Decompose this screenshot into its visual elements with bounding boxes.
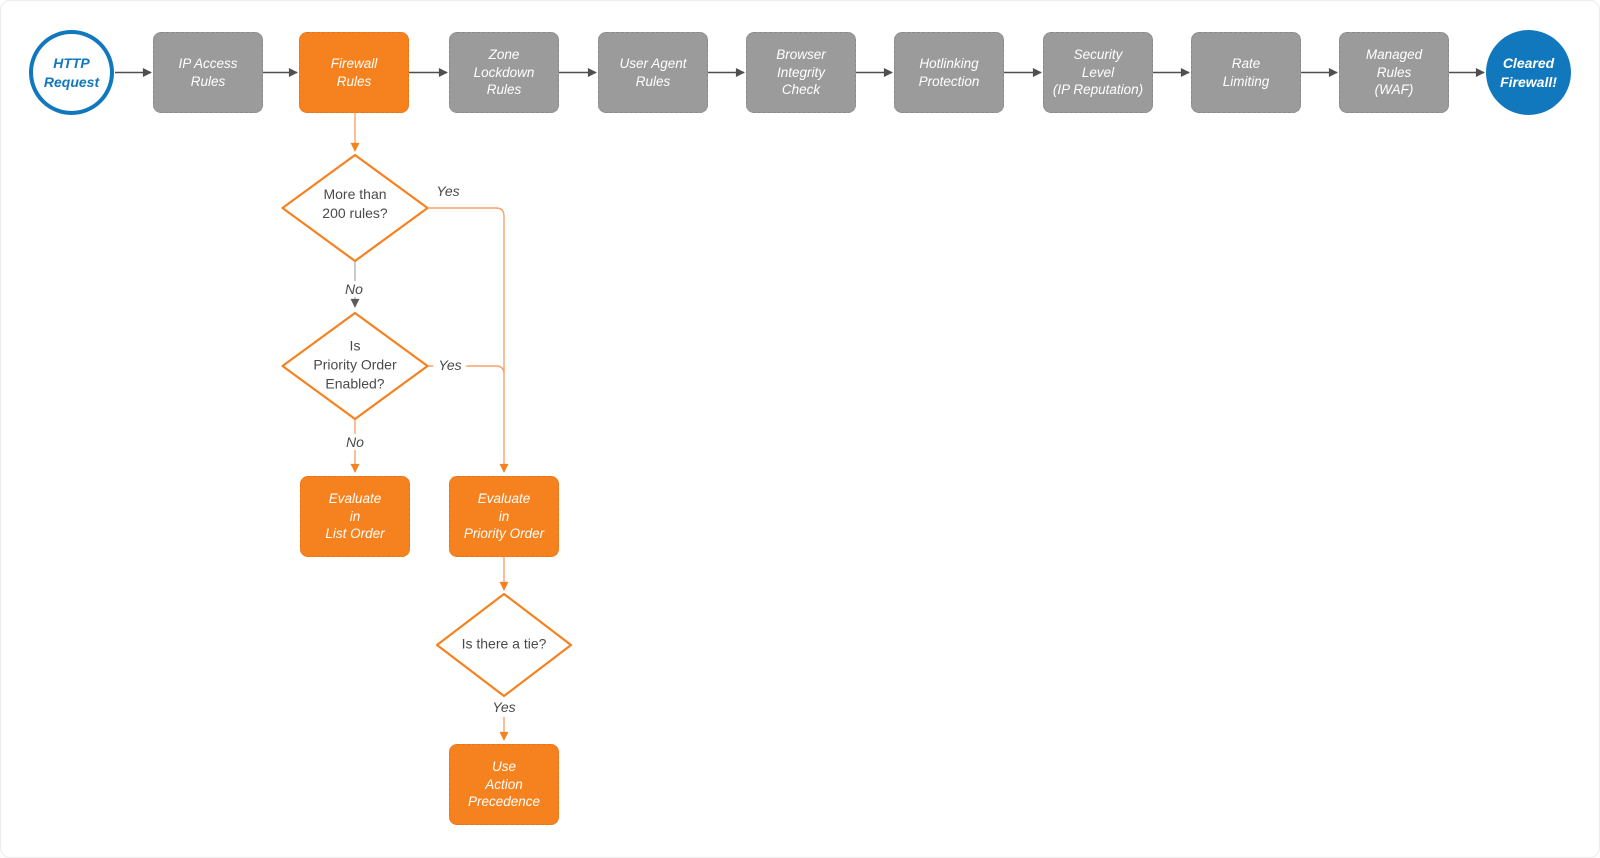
node-http-request: HTTP Request — [29, 30, 114, 115]
edge-label-d3-yes: Yes — [492, 699, 516, 715]
node-ip-access-rules: IP Access Rules — [153, 32, 263, 113]
edge-label-d2-no: No — [341, 434, 369, 450]
node-use-action-precedence-label: Use Action Precedence — [467, 758, 541, 810]
node-security-level-label: Security Level (IP Reputation) — [1052, 46, 1144, 98]
node-user-agent-rules-label: User Agent Rules — [619, 55, 687, 89]
node-evaluate-list-order: Evaluate in List Order — [300, 476, 410, 557]
node-managed-rules-waf-label: Managed Rules (WAF) — [1365, 46, 1423, 98]
edge-label-d2-yes: Yes — [433, 357, 467, 373]
node-rate-limiting: Rate Limiting — [1191, 32, 1301, 113]
node-firewall-rules: Firewall Rules — [299, 32, 409, 113]
node-zone-lockdown-rules-label: Zone Lockdown Rules — [473, 46, 535, 98]
edge-label-d1-yes: Yes — [436, 183, 460, 199]
node-security-level: Security Level (IP Reputation) — [1043, 32, 1153, 113]
decision-diamond-priority-enabled — [281, 311, 429, 421]
node-cleared-firewall-label: Cleared Firewall! — [1500, 55, 1557, 90]
node-use-action-precedence: Use Action Precedence — [449, 744, 559, 825]
node-hotlinking-protection: Hotlinking Protection — [894, 32, 1004, 113]
node-evaluate-priority-order: Evaluate in Priority Order — [449, 476, 559, 557]
node-browser-integrity-check: Browser Integrity Check — [746, 32, 856, 113]
node-http-request-label: HTTP Request — [43, 55, 100, 90]
node-firewall-rules-label: Firewall Rules — [330, 55, 378, 89]
node-hotlinking-protection-label: Hotlinking Protection — [918, 55, 980, 89]
node-browser-integrity-check-label: Browser Integrity Check — [776, 46, 826, 98]
node-zone-lockdown-rules: Zone Lockdown Rules — [449, 32, 559, 113]
node-managed-rules-waf: Managed Rules (WAF) — [1339, 32, 1449, 113]
node-evaluate-priority-order-label: Evaluate in Priority Order — [463, 490, 545, 542]
node-rate-limiting-label: Rate Limiting — [1222, 55, 1270, 89]
decision-diamond-tie — [435, 592, 573, 698]
edge-decision1-yes-trunk — [427, 207, 509, 473]
decision-200-rules-label: More than 200 rules? — [322, 186, 388, 221]
edge-label-d1-no: No — [340, 281, 368, 297]
node-ip-access-rules-label: IP Access Rules — [178, 55, 238, 89]
decision-tie-label: Is there a tie? — [461, 635, 547, 652]
edge-decision2-yes-merge — [427, 365, 505, 375]
decision-diamond-200-rules — [281, 153, 429, 263]
node-evaluate-list-order-label: Evaluate in List Order — [325, 490, 385, 542]
node-user-agent-rules: User Agent Rules — [598, 32, 708, 113]
decision-priority-enabled-label: Is Priority Order Enabled? — [313, 337, 397, 392]
node-cleared-firewall: Cleared Firewall! — [1486, 30, 1571, 115]
